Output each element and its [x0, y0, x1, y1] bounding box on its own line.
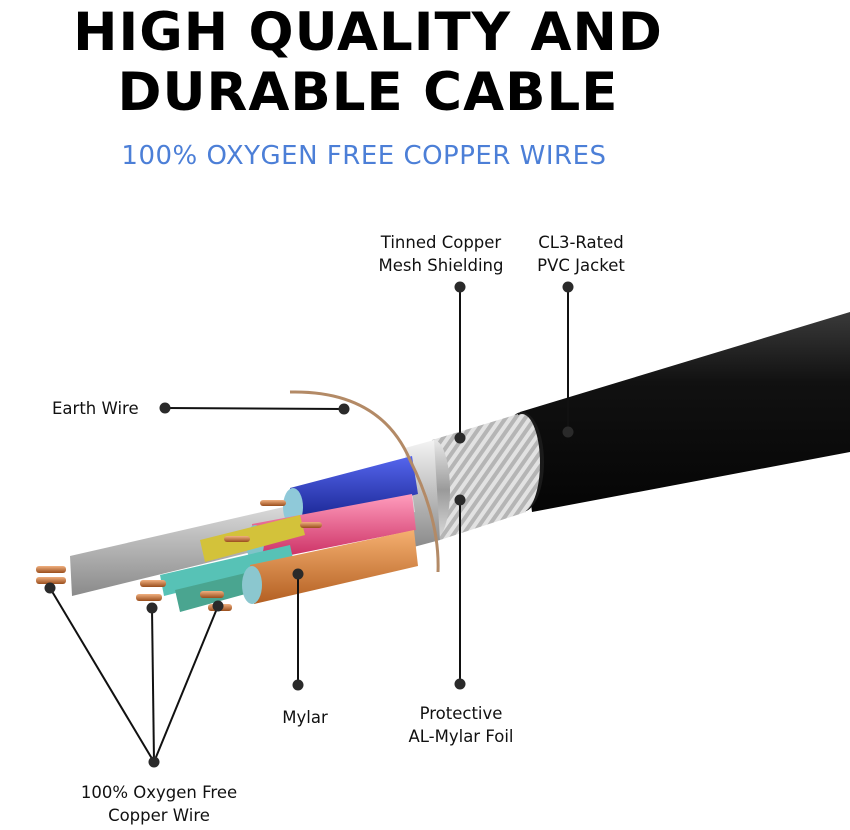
label-foil-line2: AL-Mylar Foil — [408, 727, 514, 746]
label-foil-line1: Protective — [419, 704, 503, 723]
wire-orange — [242, 530, 418, 604]
label-tinned-line1: Tinned Copper — [380, 233, 502, 252]
label-jacket-line2: PVC Jacket — [537, 256, 625, 275]
headline-line-2: DURABLE CABLE — [117, 62, 619, 123]
label-pvc-jacket: CL3-Rated PVC Jacket — [526, 231, 636, 277]
earth-wire-strand — [289, 390, 440, 573]
label-copper-wire: 100% Oxygen Free Copper Wire — [70, 781, 248, 827]
pvc-jacket — [500, 312, 850, 512]
subtitle: 100% OXYGEN FREE COPPER WIRES — [121, 141, 607, 171]
callout-lines — [49, 287, 569, 763]
label-earth-wire: Earth Wire — [52, 397, 154, 420]
label-copper-line1: 100% Oxygen Free — [80, 783, 238, 802]
label-tinned-copper-mesh: Tinned Copper Mesh Shielding — [372, 231, 510, 277]
label-copper-line2: Copper Wire — [108, 806, 210, 825]
label-mylar-text: Mylar — [282, 708, 328, 727]
callout-dots — [44, 281, 574, 768]
label-mylar: Mylar — [270, 706, 340, 729]
label-tinned-line2: Mesh Shielding — [378, 256, 504, 275]
label-protective-foil: Protective AL-Mylar Foil — [392, 702, 530, 748]
label-earth-text: Earth Wire — [52, 399, 139, 418]
label-jacket-line1: CL3-Rated — [538, 233, 624, 252]
headline-line-1: HIGH QUALITY AND — [73, 2, 663, 63]
